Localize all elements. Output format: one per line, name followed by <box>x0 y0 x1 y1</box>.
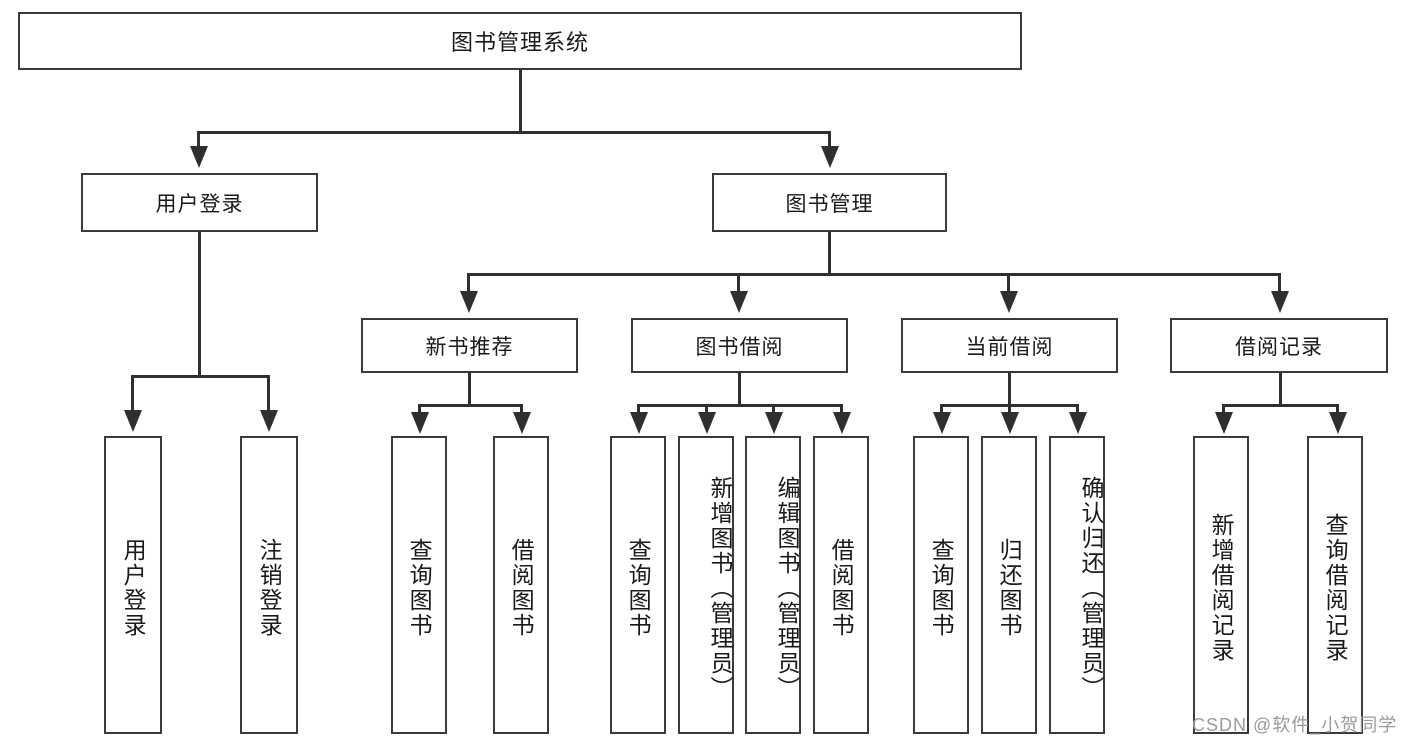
arrow-to-leaf-query-book-2 <box>630 412 648 434</box>
connector-bookborrow-bus <box>637 404 843 407</box>
connector-userlogin-drop-1 <box>131 375 134 410</box>
leaf-query-book-current-label: 查询图书 <box>928 538 955 638</box>
arrow-to-current-borrow <box>1000 291 1018 313</box>
leaf-query-book-borrow-label: 查询图书 <box>625 538 652 638</box>
leaf-borrow-book-borrow-label: 借阅图书 <box>828 538 855 638</box>
arrow-to-leaf-confirm-return <box>1069 412 1087 434</box>
arrow-to-leaf-user-login <box>124 410 142 432</box>
arrow-to-leaf-borrow-book-2 <box>833 412 851 434</box>
leaf-logout[interactable]: 注销登录 <box>240 436 298 734</box>
arrow-to-book-manage <box>821 146 839 168</box>
watermark-csdn: CSDN @软件_小贺同学 <box>1192 715 1398 735</box>
connector-currentborrow-stem <box>1008 373 1011 405</box>
leaf-return-book[interactable]: 归还图书 <box>981 436 1037 734</box>
connector-bookborrow-stem <box>738 373 741 405</box>
leaf-return-book-label: 归还图书 <box>996 538 1023 638</box>
arrow-to-leaf-logout <box>260 410 278 432</box>
arrow-to-leaf-query-book-1 <box>411 412 429 434</box>
arrow-to-leaf-query-book-3 <box>933 412 951 434</box>
connector-level3-drop-4 <box>1278 273 1281 291</box>
leaf-query-book-recommend[interactable]: 查询图书 <box>391 436 447 734</box>
arrow-to-leaf-borrow-book-1 <box>513 412 531 434</box>
leaf-query-book-borrow[interactable]: 查询图书 <box>610 436 666 734</box>
node-book-borrow-label: 图书借阅 <box>695 335 784 359</box>
leaf-confirm-return-admin[interactable]: 确认归还（管理员） <box>1049 436 1105 734</box>
connector-borrowrecord-bus <box>1222 404 1339 407</box>
arrow-to-leaf-return-book <box>1001 412 1019 434</box>
connector-currentborrow-drop-2 <box>1008 404 1011 412</box>
arrow-to-leaf-add-record <box>1215 412 1233 434</box>
connector-userlogin-stem <box>198 232 201 376</box>
node-user-login[interactable]: 用户登录 <box>81 173 318 232</box>
leaf-user-login[interactable]: 用户登录 <box>104 436 162 734</box>
node-user-login-label: 用户登录 <box>155 192 244 216</box>
leaf-add-book-admin[interactable]: 新增图书（管理员） <box>678 436 734 734</box>
node-root-book-management-system[interactable]: 图书管理系统 <box>18 12 1022 70</box>
connector-newbook-drop-1 <box>418 404 421 412</box>
leaf-edit-book-admin[interactable]: 编辑图书（管理员） <box>745 436 801 734</box>
leaf-borrow-book-recommend[interactable]: 借阅图书 <box>493 436 549 734</box>
connector-bookborrow-drop-1 <box>637 404 640 412</box>
connector-root-bus <box>197 131 831 134</box>
leaf-add-book-admin-label: 新增图书（管理员） <box>707 475 733 701</box>
arrow-to-borrow-record <box>1271 291 1289 313</box>
connector-level3-bus <box>467 273 1281 276</box>
connector-newbook-drop-2 <box>520 404 523 412</box>
connector-bookborrow-drop-3 <box>772 404 775 412</box>
node-new-book-recommend-label: 新书推荐 <box>425 335 514 359</box>
connector-root-drop-left <box>197 131 200 146</box>
connector-userlogin-bus <box>131 375 270 378</box>
node-book-borrow[interactable]: 图书借阅 <box>631 318 848 373</box>
arrow-to-book-borrow <box>730 291 748 313</box>
connector-borrowrecord-drop-1 <box>1222 404 1225 412</box>
connector-bookborrow-drop-2 <box>705 404 708 412</box>
node-book-management-label: 图书管理 <box>785 192 874 216</box>
arrow-to-user-login <box>190 146 208 168</box>
connector-borrowrecord-stem <box>1279 373 1282 405</box>
node-current-borrow[interactable]: 当前借阅 <box>901 318 1118 373</box>
node-borrow-record[interactable]: 借阅记录 <box>1170 318 1388 373</box>
arrow-to-leaf-edit-book <box>765 412 783 434</box>
arrow-to-leaf-add-book <box>698 412 716 434</box>
connector-userlogin-drop-2 <box>267 375 270 410</box>
leaf-borrow-book-recommend-label: 借阅图书 <box>508 538 535 638</box>
connector-currentborrow-drop-3 <box>1076 404 1079 412</box>
connector-newbook-stem <box>468 373 471 405</box>
node-root-label: 图书管理系统 <box>450 30 589 55</box>
node-new-book-recommend[interactable]: 新书推荐 <box>361 318 578 373</box>
node-borrow-record-label: 借阅记录 <box>1235 335 1323 359</box>
connector-root-stem <box>519 70 522 132</box>
leaf-edit-book-admin-label: 编辑图书（管理员） <box>774 475 800 701</box>
connector-level3-drop-2 <box>737 273 740 291</box>
connector-currentborrow-drop-1 <box>940 404 943 412</box>
leaf-logout-label: 注销登录 <box>256 538 283 638</box>
connector-bookborrow-drop-4 <box>840 404 843 412</box>
connector-level3-drop-1 <box>467 273 470 291</box>
leaf-confirm-return-admin-label: 确认归还（管理员） <box>1078 475 1104 701</box>
node-current-borrow-label: 当前借阅 <box>965 335 1054 359</box>
node-book-management[interactable]: 图书管理 <box>712 173 947 232</box>
arrow-to-new-book-recommend <box>460 291 478 313</box>
leaf-query-borrow-record-label: 查询借阅记录 <box>1322 513 1349 663</box>
leaf-query-book-recommend-label: 查询图书 <box>406 538 433 638</box>
leaf-user-login-label: 用户登录 <box>120 538 147 638</box>
leaf-add-borrow-record[interactable]: 新增借阅记录 <box>1193 436 1249 734</box>
connector-bookmanage-stem <box>828 232 831 274</box>
leaf-query-borrow-record[interactable]: 查询借阅记录 <box>1307 436 1363 734</box>
leaf-borrow-book-borrow[interactable]: 借阅图书 <box>813 436 869 734</box>
leaf-add-borrow-record-label: 新增借阅记录 <box>1208 513 1235 663</box>
connector-level3-drop-3 <box>1007 273 1010 291</box>
connector-root-drop-right <box>828 131 831 146</box>
connector-borrowrecord-drop-2 <box>1336 404 1339 412</box>
leaf-query-book-current[interactable]: 查询图书 <box>913 436 969 734</box>
arrow-to-leaf-query-record <box>1329 412 1347 434</box>
connector-newbook-bus <box>418 404 523 407</box>
